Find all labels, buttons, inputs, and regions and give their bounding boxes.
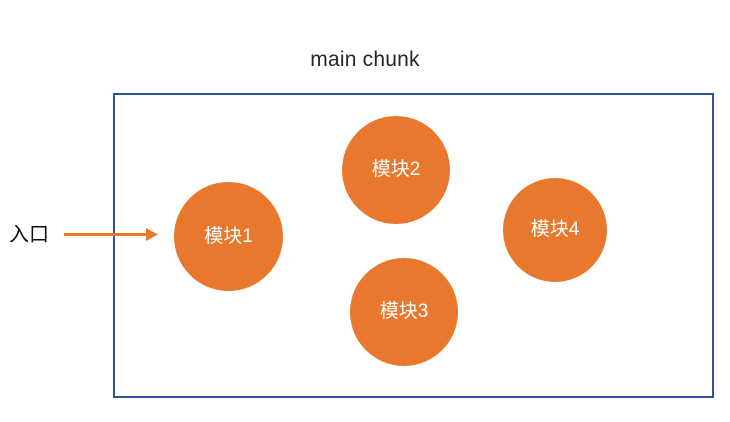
page-title: main chunk xyxy=(310,48,420,71)
module-node-1-label: 模块1 xyxy=(204,225,253,247)
arrow-right-icon xyxy=(64,228,158,241)
entry-point-label: 入口 xyxy=(9,224,49,246)
module-node-2[interactable]: 模块2 xyxy=(342,116,450,224)
module-node-4[interactable]: 模块4 xyxy=(503,178,607,282)
module-node-1[interactable]: 模块1 xyxy=(174,182,283,291)
module-node-2-label: 模块2 xyxy=(371,159,421,180)
arrow-head xyxy=(146,228,158,241)
module-node-3-label: 模块3 xyxy=(379,301,429,322)
main-chunk-container xyxy=(113,93,714,398)
module-node-4-label: 模块4 xyxy=(530,219,580,240)
module-node-3[interactable]: 模块3 xyxy=(350,258,458,366)
